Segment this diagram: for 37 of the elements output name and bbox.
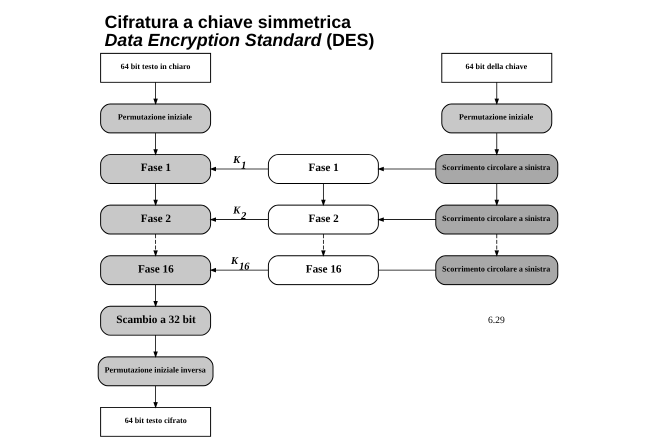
arrow [153,132,158,156]
node-box: Scorrimento circolare a sinistra [435,255,558,286]
arrow [210,268,269,272]
node-box: Fase 16 [100,255,212,286]
node-box: Fase 16 [268,255,379,286]
arrow [153,335,158,358]
node-box: Scorrimento circolare a sinistra [435,154,558,184]
node-box: Scambio a 32 bit [100,306,212,336]
node-box: 64 bit testo cifrato [100,406,212,437]
arrow [494,82,500,106]
arrow [153,234,158,257]
node-box: Permutazione iniziale inversa [98,356,214,386]
node-box: Fase 2 [268,204,379,235]
node-box: Permutazione iniziale [100,104,212,134]
diagram-title: Cifratura a chiave simmetrica Data Encryption Standard (DES) [104,12,374,50]
node-box: Fase 1 [268,154,379,184]
arrow [494,183,500,206]
arrow [321,234,326,257]
arrow [153,82,158,106]
label: 6.29 [488,315,505,326]
arrow [153,183,158,206]
arrow [210,217,269,222]
arrow [494,132,500,156]
arrow [153,386,158,409]
arrow [494,234,500,257]
arrow [377,217,436,222]
node-box: 64 bit testo in chiaro [100,52,212,83]
arrow [377,166,436,172]
node-box: Permutazione iniziale [441,104,552,134]
node-box: 64 bit della chiave [441,52,552,83]
node-box: Fase 2 [100,204,212,235]
arrow [321,183,326,206]
node-box: Fase 1 [100,154,212,184]
arrow [210,166,269,172]
connector [378,270,436,271]
node-box: Scorrimento circolare a sinistra [435,204,558,235]
arrow [153,284,158,308]
